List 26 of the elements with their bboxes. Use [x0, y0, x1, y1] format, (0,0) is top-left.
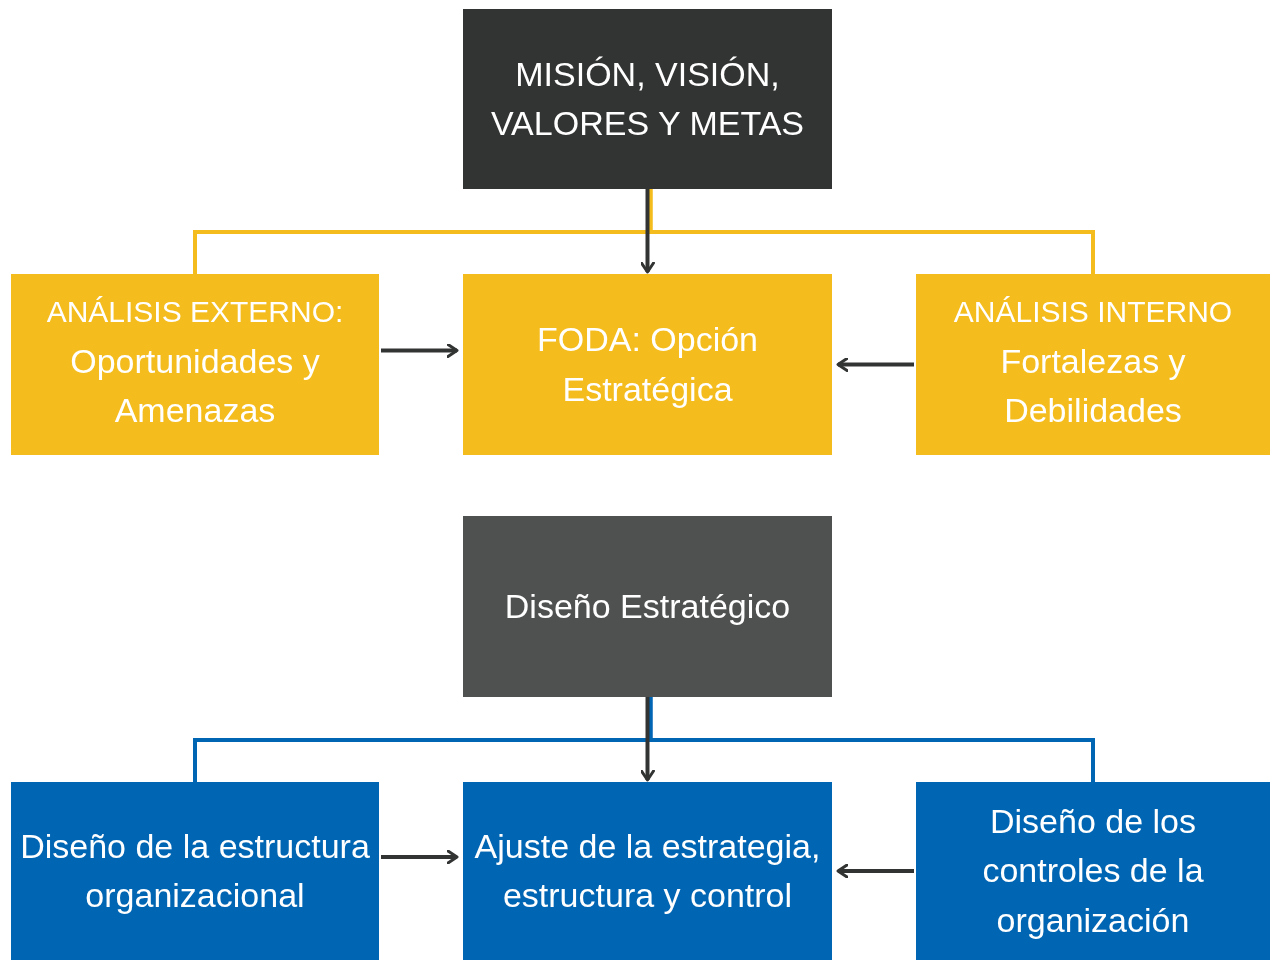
arrow [836, 863, 914, 879]
box-text: Fortalezas y Debilidades [999, 340, 1187, 432]
process-box [463, 9, 832, 189]
box-text: Ajuste de la estrategia, estructura y control [473, 825, 822, 916]
process-box [11, 782, 379, 960]
process-box [916, 782, 1270, 960]
box-text: FODA: Opción Estratégica [535, 319, 760, 410]
box-text: Diseño de la estructura organizacional [19, 825, 371, 916]
process-box [463, 782, 832, 960]
box-heading: ANÁLISIS INTERNO [953, 294, 1233, 331]
arrow [640, 697, 655, 782]
process-box [916, 274, 1270, 455]
box-text: MISIÓN, VISIÓN, VALORES Y METAS [489, 53, 805, 144]
arrow [381, 849, 459, 865]
arrow [640, 189, 655, 274]
arrow [381, 343, 459, 358]
connector-line [648, 189, 1095, 274]
box-text: Diseño Estratégico [504, 585, 791, 627]
process-box [11, 274, 379, 455]
box-text: Oportunidades y Amenazas [69, 340, 321, 432]
box-text: Diseño de los controles de la organización [981, 801, 1205, 941]
process-box [463, 516, 832, 697]
process-box [463, 274, 832, 455]
arrow [836, 357, 914, 372]
connector-line [648, 697, 1095, 782]
box-heading: ANÁLISIS EXTERNO: [46, 294, 344, 331]
